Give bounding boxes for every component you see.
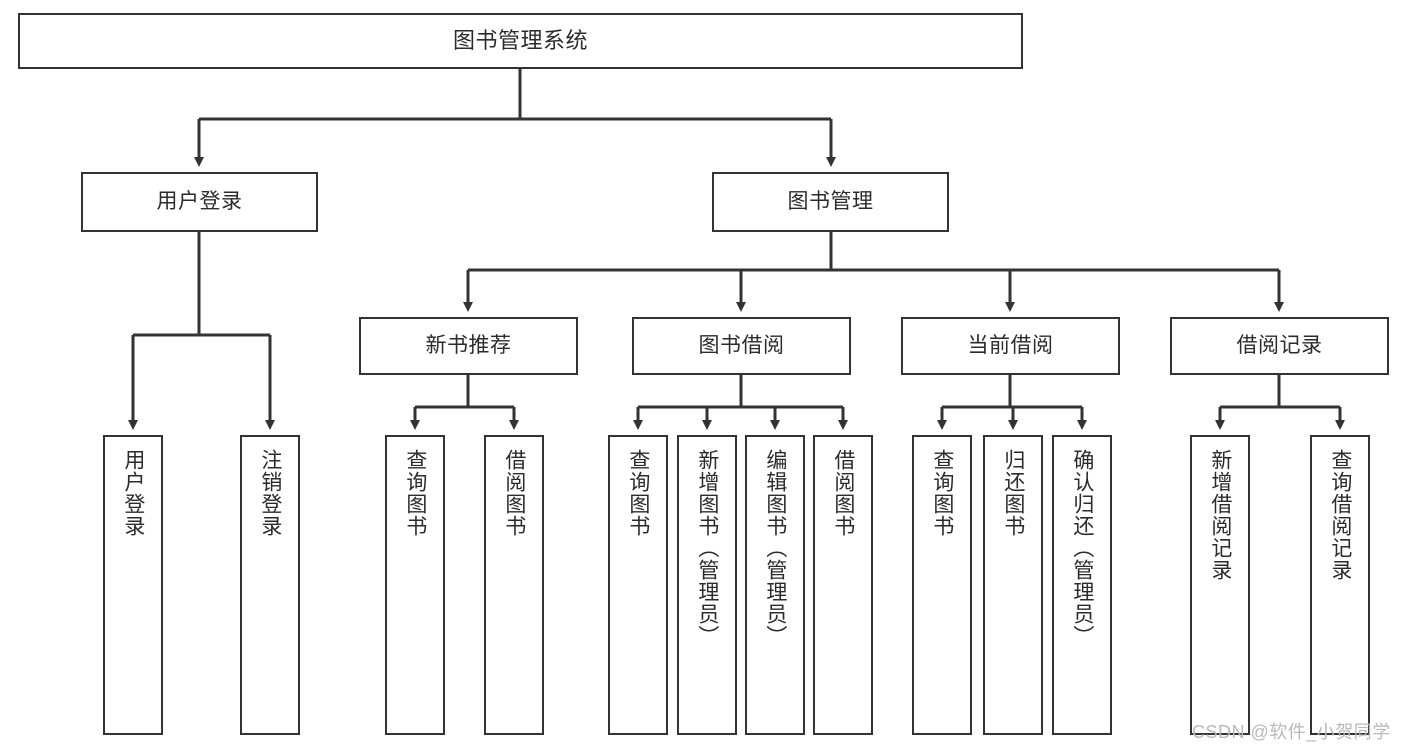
node-book-manage[interactable]: 图书管理 bbox=[712, 172, 949, 232]
leaf-query-book-current[interactable]: 查询图书 bbox=[912, 435, 972, 735]
leaf-user-login[interactable]: 用户登录 bbox=[103, 435, 163, 735]
leaf-query-book-recommend-label: 查询图书 bbox=[403, 449, 427, 537]
node-user-login-label: 用户登录 bbox=[156, 190, 243, 214]
leaf-edit-book-label: 编辑图书（管理员） bbox=[763, 449, 787, 647]
leaf-add-book[interactable]: 新增图书（管理员） bbox=[677, 435, 737, 735]
leaf-query-book-borrow-label: 查询图书 bbox=[626, 449, 650, 537]
leaf-query-borrow-record[interactable]: 查询借阅记录 bbox=[1310, 435, 1370, 735]
leaf-add-book-label: 新增图书（管理员） bbox=[695, 449, 719, 647]
leaf-query-borrow-record-label: 查询借阅记录 bbox=[1328, 449, 1352, 581]
leaf-borrow-book-recommend[interactable]: 借阅图书 bbox=[484, 435, 544, 735]
leaf-logout[interactable]: 注销登录 bbox=[240, 435, 300, 735]
leaf-confirm-return-label: 确认归还（管理员） bbox=[1070, 449, 1094, 647]
node-user-login[interactable]: 用户登录 bbox=[81, 172, 318, 232]
watermark: CSDN @软件_小贺同学 bbox=[1192, 722, 1391, 742]
leaf-edit-book[interactable]: 编辑图书（管理员） bbox=[745, 435, 805, 735]
node-new-book-recommend[interactable]: 新书推荐 bbox=[359, 317, 578, 375]
leaf-borrow-book[interactable]: 借阅图书 bbox=[813, 435, 873, 735]
leaf-query-book-current-label: 查询图书 bbox=[930, 449, 954, 537]
leaf-user-login-label: 用户登录 bbox=[121, 449, 145, 537]
node-root-label: 图书管理系统 bbox=[452, 27, 588, 53]
leaf-return-book-label: 归还图书 bbox=[1001, 449, 1025, 537]
leaf-add-borrow-record[interactable]: 新增借阅记录 bbox=[1190, 435, 1250, 735]
leaf-return-book[interactable]: 归还图书 bbox=[983, 435, 1043, 735]
leaf-query-book-recommend[interactable]: 查询图书 bbox=[385, 435, 445, 735]
leaf-query-book-borrow[interactable]: 查询图书 bbox=[608, 435, 668, 735]
node-borrow-record[interactable]: 借阅记录 bbox=[1170, 317, 1389, 375]
node-book-borrow[interactable]: 图书借阅 bbox=[632, 317, 851, 375]
node-root[interactable]: 图书管理系统 bbox=[18, 13, 1023, 69]
leaf-confirm-return[interactable]: 确认归还（管理员） bbox=[1052, 435, 1112, 735]
leaf-borrow-book-recommend-label: 借阅图书 bbox=[502, 449, 526, 537]
node-new-book-recommend-label: 新书推荐 bbox=[425, 334, 512, 358]
node-current-borrow-label: 当前借阅 bbox=[967, 334, 1054, 358]
leaf-borrow-book-label: 借阅图书 bbox=[831, 449, 855, 537]
node-book-borrow-label: 图书借阅 bbox=[698, 334, 785, 358]
node-borrow-record-label: 借阅记录 bbox=[1236, 334, 1323, 358]
leaf-add-borrow-record-label: 新增借阅记录 bbox=[1208, 449, 1232, 581]
leaf-logout-label: 注销登录 bbox=[258, 449, 282, 537]
node-current-borrow[interactable]: 当前借阅 bbox=[901, 317, 1120, 375]
node-book-manage-label: 图书管理 bbox=[787, 190, 874, 214]
